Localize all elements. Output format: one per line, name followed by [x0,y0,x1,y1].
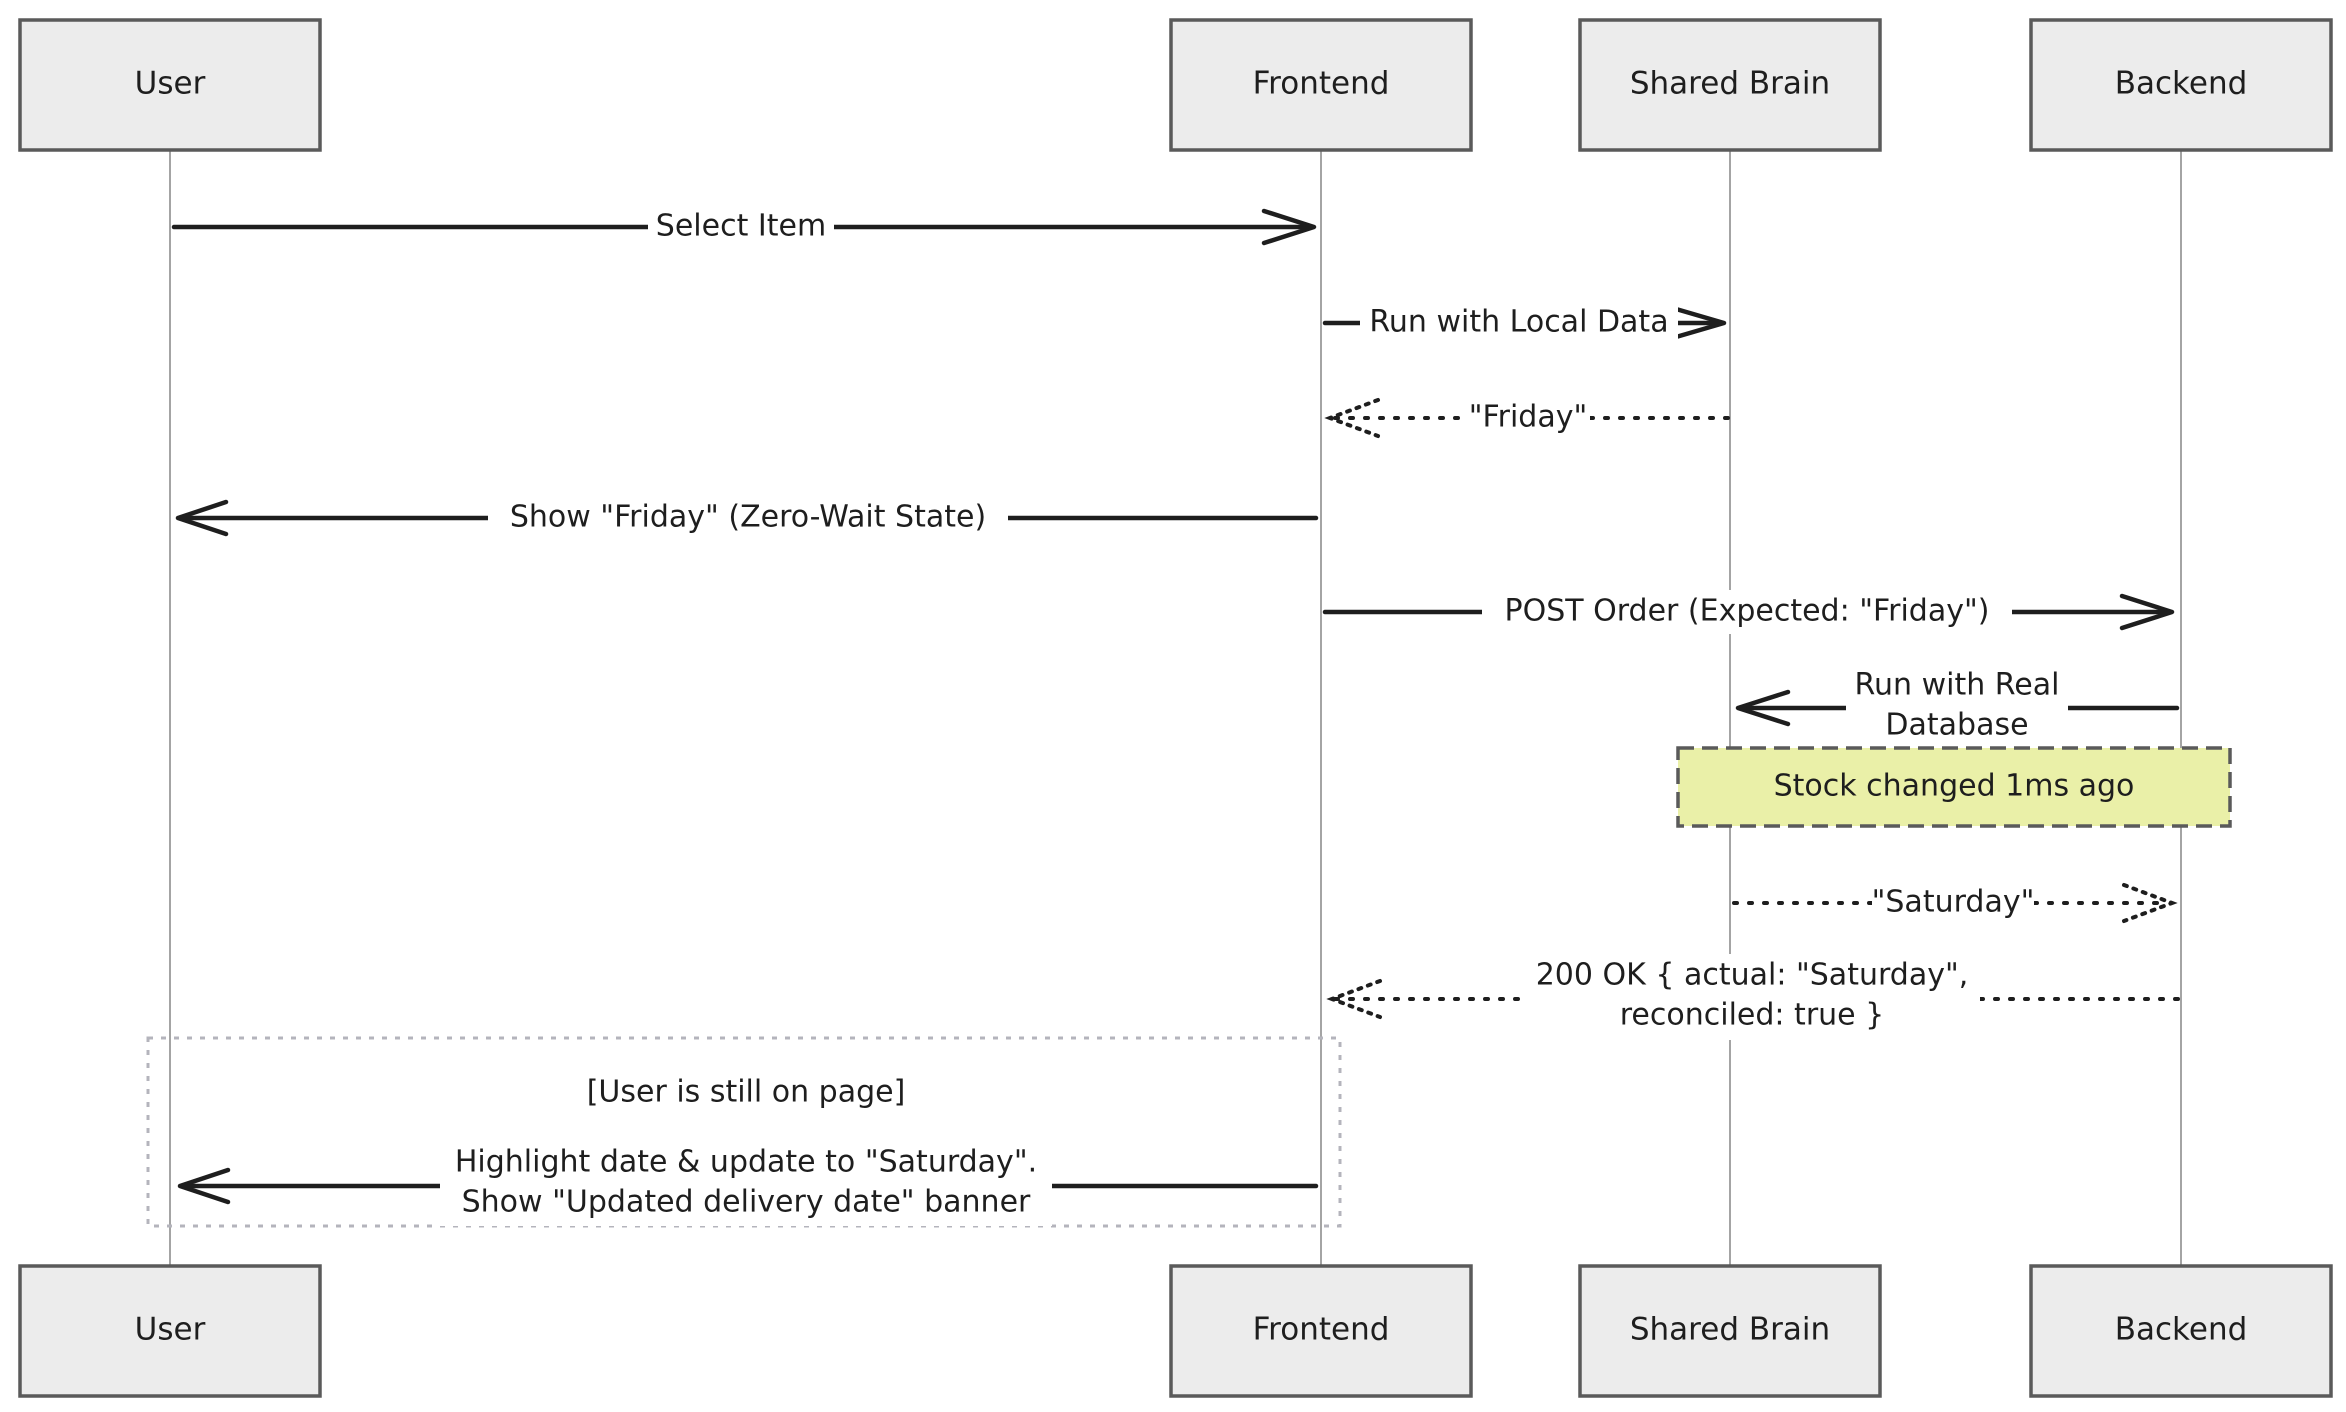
arrowhead-left-icon [1326,979,1382,1019]
message-run-real: Run with Real Database [1735,664,2180,748]
message-label: Show "Friday" (Zero-Wait State) [510,500,986,535]
message-label: Run with Real [1855,668,2060,703]
message-show-friday: Show "Friday" (Zero-Wait State) [175,496,1319,540]
actor-user-bottom: User [18,1264,322,1398]
message-label: 200 OK { actual: "Saturday", [1536,958,1969,993]
message-run-local: Run with Local Data [1322,301,1727,345]
message-label: Select Item [656,209,826,244]
actor-label: User [135,1312,206,1348]
actor-user-top: User [18,18,322,152]
actor-backend-top: Backend [2029,18,2333,152]
message-highlight-update: Highlight date & update to "Saturday". S… [177,1140,1319,1226]
note-stock-changed: Stock changed 1ms ago [1676,746,2232,828]
actor-label: Frontend [1253,66,1390,102]
actor-label: Backend [2115,66,2248,102]
message-label: reconciled: true } [1620,998,1885,1033]
arrowhead-left-icon [177,1167,231,1205]
message-saturday-return: "Saturday" [1732,881,2178,925]
actor-shared-brain-top: Shared Brain [1578,18,1882,152]
message-label: POST Order (Expected: "Friday") [1505,594,1990,629]
actor-frontend-bottom: Frontend [1169,1264,1473,1398]
message-label: Run with Local Data [1369,305,1668,340]
arrowhead-right-icon [1673,306,1727,340]
actor-label: User [135,66,206,102]
arrowhead-right-icon [1261,208,1317,246]
actor-label: Frontend [1253,1312,1390,1348]
actor-label: Backend [2115,1312,2248,1348]
loop-label: [User is still on page] [587,1075,906,1110]
actor-frontend-top: Frontend [1169,18,1473,152]
actor-shared-brain-bottom: Shared Brain [1578,1264,1882,1398]
message-post-order: POST Order (Expected: "Friday") [1322,590,2175,634]
arrowhead-left-icon [1324,398,1380,438]
actor-label: Shared Brain [1630,1312,1830,1348]
arrowhead-left-icon [1735,689,1791,727]
message-label: "Friday" [1469,400,1588,435]
message-ok-response: 200 OK { actual: "Saturday", reconciled:… [1326,954,2180,1040]
message-label: Show "Updated delivery date" banner [462,1185,1031,1220]
arrowhead-right-icon [2122,883,2178,923]
note-text: Stock changed 1ms ago [1774,769,2135,804]
message-friday-return: "Friday" [1324,396,1730,440]
message-label: "Saturday" [1872,885,2035,920]
message-label: Highlight date & update to "Saturday". [455,1145,1037,1180]
arrowhead-left-icon [175,499,229,537]
actor-backend-bottom: Backend [2029,1264,2333,1398]
arrowhead-right-icon [2119,593,2175,631]
actor-label: Shared Brain [1630,66,1830,102]
message-select-item: Select Item [171,205,1317,249]
message-label: Database [1885,708,2028,743]
